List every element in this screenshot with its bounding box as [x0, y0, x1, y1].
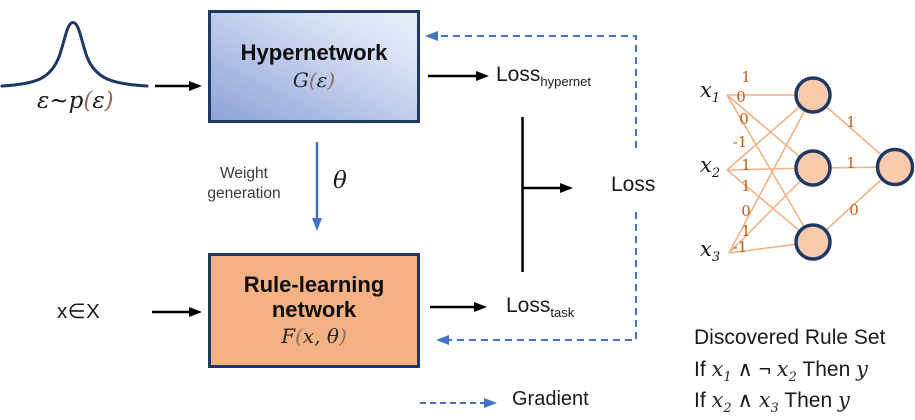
- weight-generation-line2: generation: [207, 185, 281, 203]
- theta-label: θ: [333, 168, 347, 194]
- loss-task-base: Loss: [506, 294, 551, 317]
- weight-generation-line1: Weight: [220, 165, 268, 182]
- hypernet-fn: G: [292, 67, 309, 92]
- hypernetwork-title: Hypernetwork: [240, 40, 388, 66]
- loss-label: Loss: [611, 173, 656, 196]
- epsilon-close-paren: ): [104, 88, 114, 114]
- weight-x2-h1: -1: [732, 133, 748, 151]
- nn-hidden-node-2: [794, 149, 832, 187]
- rule-learning-network-box: Rule-learning network F(x, θ): [208, 253, 420, 368]
- loss-hypernet-sub: hypernet: [540, 74, 592, 90]
- rulenet-fn: F: [281, 324, 296, 349]
- gradient-legend-label: Gradient: [512, 388, 589, 410]
- nn-input-x3: x3: [700, 237, 721, 266]
- hypernetwork-box: Hypernetwork G(ε): [208, 10, 420, 123]
- gradient-feedback-rulenet: [436, 212, 637, 345]
- weight-x1-h1: 1: [741, 68, 751, 86]
- epsilon-open-paren: (: [83, 88, 93, 114]
- nn-output-node: [875, 147, 915, 187]
- loss-hypernet-base: Loss: [496, 63, 541, 86]
- rulenet-title-line2: network: [271, 296, 357, 322]
- gradient-feedback-hypernet: [425, 31, 637, 148]
- hypernet-arg: ε: [316, 67, 328, 92]
- gaussian-curve-icon: [0, 20, 149, 88]
- rule-line-1: If x1 ∧ ¬ x2 Then y: [694, 357, 868, 386]
- weight-generation-label: Weight generation: [183, 164, 305, 204]
- weight-x3-h3: -1: [732, 238, 748, 256]
- nn-input-x1: x1: [700, 78, 721, 107]
- rulenet-args: x, θ: [302, 324, 339, 349]
- rulenet-formula: F(x, θ): [281, 324, 347, 348]
- nn-hidden-node-1: [794, 76, 832, 114]
- hypernetwork-formula: G(ε): [293, 68, 335, 92]
- weight-x1-h2: 0: [736, 88, 746, 106]
- epsilon-arg: ε: [92, 88, 105, 114]
- weight-x2-h3: 1: [741, 177, 751, 195]
- nn-input-x2: x2: [700, 153, 721, 182]
- epsilon-prefix: ε~p: [37, 88, 84, 114]
- rules-title: Discovered Rule Set: [694, 326, 886, 349]
- epsilon-distribution-label: ε~p(ε): [37, 88, 114, 114]
- x-input-label: x∈X: [57, 300, 101, 323]
- rulenet-close-paren: ): [338, 324, 347, 349]
- loss-hypernet-label: Losshypernet: [496, 63, 591, 89]
- loss-task-label: Losstask: [506, 294, 574, 320]
- weight-h3-out: 0: [849, 201, 859, 219]
- weight-x1-h3: 0: [739, 110, 749, 128]
- rulenet-open-paren: (: [295, 324, 303, 349]
- hypernet-open-paren: (: [308, 67, 317, 92]
- weight-x3-h1: 0: [741, 202, 751, 220]
- nn-hidden-node-3: [794, 223, 832, 261]
- weight-h2-out: 1: [846, 154, 856, 172]
- loss-task-sub: task: [550, 305, 575, 321]
- weight-h1-out: 1: [846, 113, 856, 131]
- rulenet-title-line1: Rule-learning: [243, 271, 385, 297]
- weight-x3-h2: 1: [741, 222, 751, 240]
- hypernet-close-paren: ): [327, 67, 336, 92]
- weight-x2-h2: 1: [741, 156, 751, 174]
- rule-line-2: If x2 ∧ x3 Then y: [694, 388, 850, 417]
